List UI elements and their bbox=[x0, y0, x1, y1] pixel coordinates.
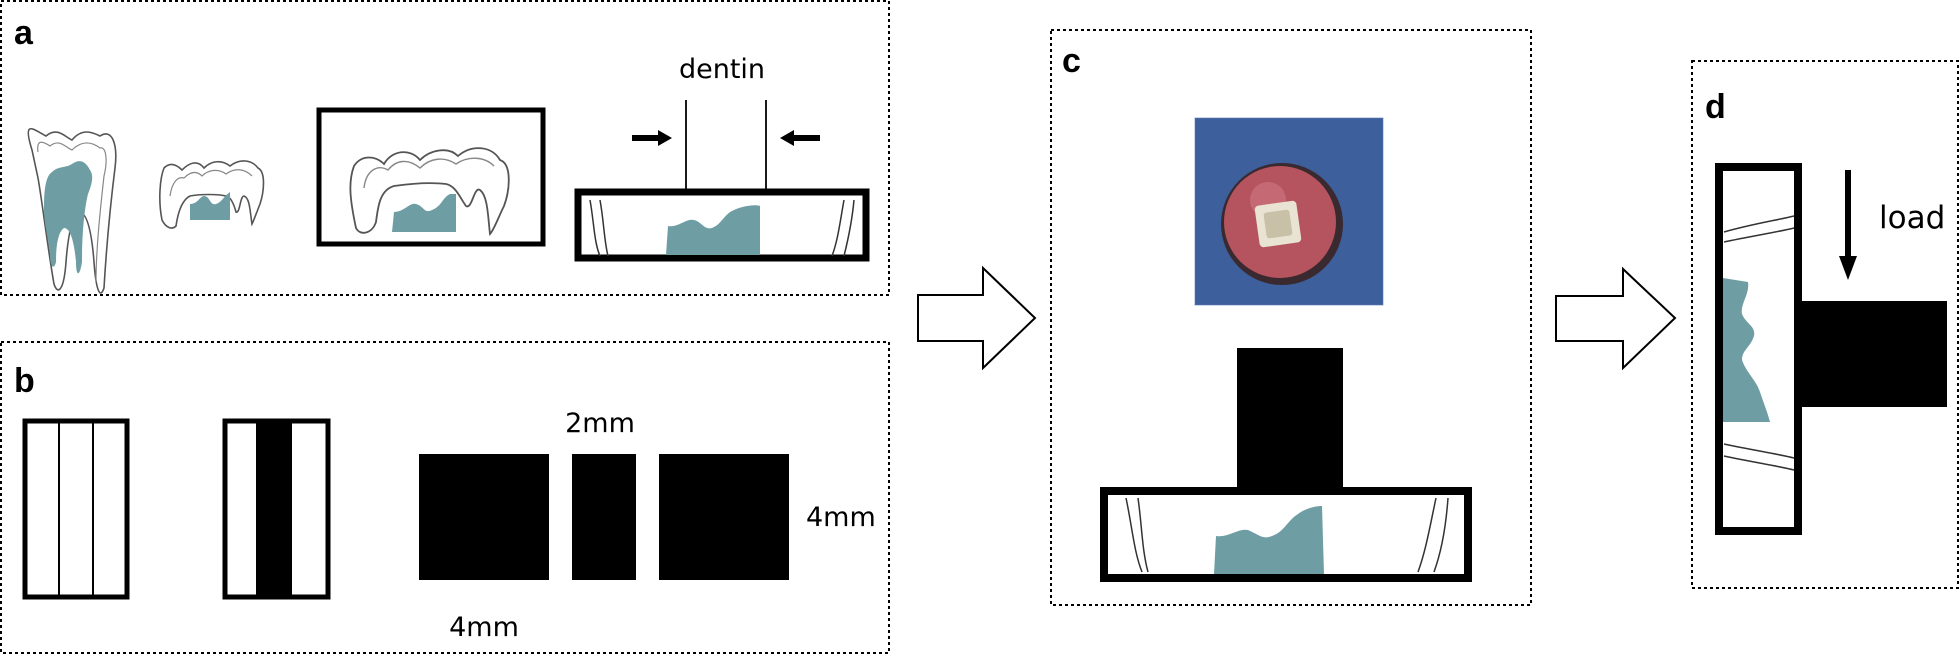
whole-tooth-outline bbox=[27, 127, 117, 294]
panel-d-frame bbox=[1691, 60, 1959, 589]
dentin-label: dentin bbox=[679, 54, 765, 85]
composite-post-horizontal bbox=[1800, 301, 1947, 407]
dimension-label-4mm-bottom: 4mm bbox=[449, 612, 519, 643]
panel-b-frame bbox=[0, 341, 890, 654]
slab-middle-selected bbox=[222, 418, 331, 600]
shear-test-setup: load bbox=[1715, 163, 1947, 535]
panel-c: c bbox=[1050, 29, 1532, 606]
composite-post bbox=[1237, 348, 1343, 495]
cut-arrow-right bbox=[780, 130, 820, 146]
panel-c-frame bbox=[1050, 29, 1532, 606]
panel-a-label: a bbox=[14, 14, 34, 52]
cut-arrow-left bbox=[632, 130, 672, 146]
panel-d-label: d bbox=[1705, 88, 1726, 126]
tooth-crown-large bbox=[349, 147, 510, 236]
block-right bbox=[659, 454, 789, 580]
block-left bbox=[419, 454, 549, 580]
specimen-photo bbox=[1194, 117, 1384, 306]
panel-d: d load bbox=[1691, 60, 1959, 589]
flow-arrow-2 bbox=[1555, 266, 1677, 371]
crown-box bbox=[316, 107, 546, 247]
dimension-label-2mm: 2mm bbox=[565, 408, 635, 439]
dimension-label-4mm-right: 4mm bbox=[806, 502, 876, 533]
load-label: load bbox=[1879, 200, 1945, 236]
tooth-crown-small bbox=[159, 160, 265, 229]
block-middle bbox=[572, 454, 636, 580]
slab-three-sections bbox=[22, 418, 130, 600]
panel-b-label: b bbox=[14, 362, 35, 400]
panel-b: b 2mm 4mm 4mm bbox=[0, 341, 890, 654]
dentin-slab-vertical bbox=[1715, 163, 1802, 535]
bonded-specimen bbox=[1100, 348, 1472, 582]
panel-a-frame bbox=[0, 0, 890, 296]
panel-c-label: c bbox=[1062, 42, 1081, 80]
flow-arrow-1 bbox=[917, 265, 1037, 371]
panel-a: a bbox=[0, 0, 890, 296]
load-arrow bbox=[1839, 170, 1857, 280]
specimen-blocks bbox=[419, 454, 789, 580]
sectioned-crown: dentin bbox=[574, 54, 870, 262]
